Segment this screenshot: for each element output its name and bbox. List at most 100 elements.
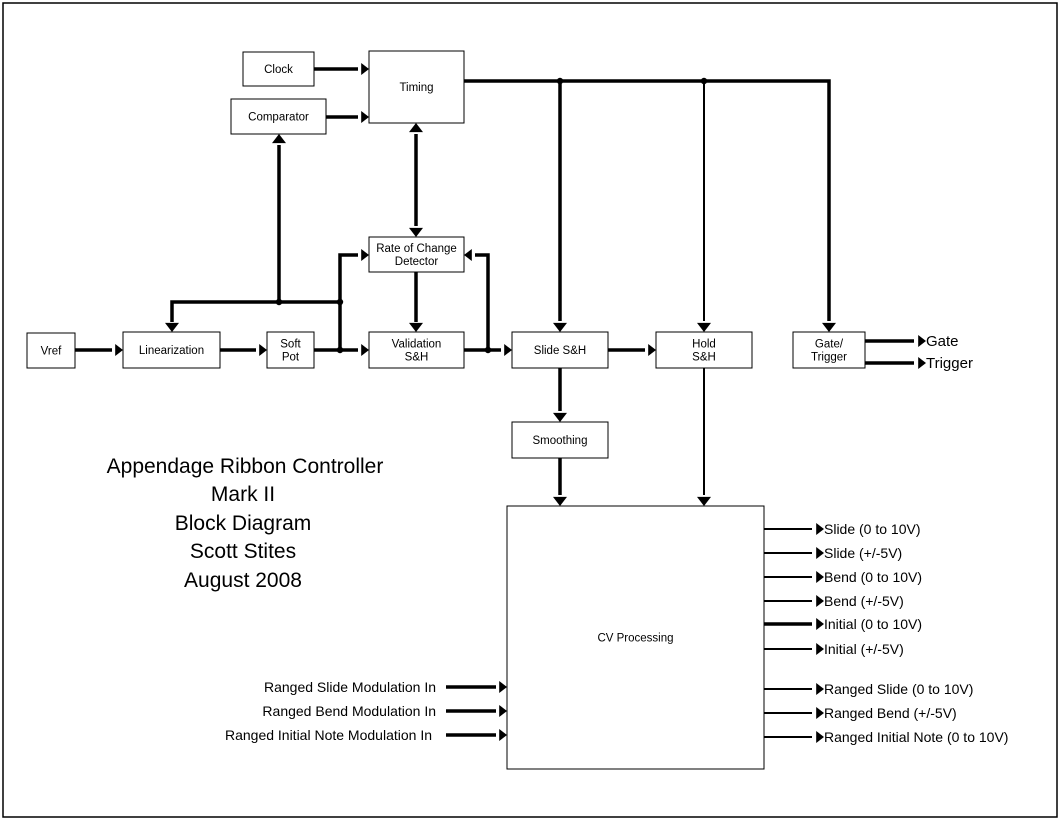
rate-of-change-block-outline — [368, 236, 465, 273]
title-line-3: Block Diagram — [175, 512, 312, 535]
clock-block: Clock — [242, 51, 315, 87]
slide-sh-block-label: Slide S&H — [534, 345, 586, 357]
junction-dot — [700, 77, 708, 85]
cv-output-label: Ranged Initial Note (0 to 10V) — [824, 729, 1008, 745]
hold-sh-block-label: S&H — [692, 352, 716, 364]
validation-block-label: Validation — [392, 339, 442, 351]
arrow-right-icon — [816, 731, 824, 743]
arrow-right-icon — [499, 681, 507, 693]
comparator-block-outline — [230, 98, 327, 135]
gate-trigger-block: Gate/Trigger — [792, 331, 866, 369]
title-line-4: Scott Stites — [190, 540, 296, 563]
junction-dot — [556, 77, 564, 85]
arrow-up-icon — [272, 134, 286, 144]
linearization-block-label: Linearization — [139, 345, 204, 357]
arrow-left-icon — [464, 249, 472, 261]
vref-block: Vref — [26, 332, 76, 369]
arrow-right-icon — [816, 523, 824, 535]
gate-output-label: Trigger — [926, 355, 973, 372]
arrow-right-icon — [361, 111, 369, 123]
cv-output-label: Initial (+/-5V) — [824, 641, 904, 657]
rate-of-change-block-label: Rate of Change — [376, 243, 457, 255]
gate-trigger-block-label: Trigger — [811, 352, 847, 364]
cv-output-label: Initial (0 to 10V) — [824, 616, 922, 632]
clock-block-label: Clock — [264, 64, 293, 76]
comparator-block: Comparator — [230, 98, 327, 135]
soft-pot-block-label: Soft — [280, 339, 301, 351]
cv-processing-block: CV Processing — [506, 505, 765, 770]
cv-output-label: Bend (0 to 10V) — [824, 569, 922, 585]
cv-processing-block-outline — [506, 505, 765, 770]
arrow-right-icon — [361, 63, 369, 75]
cv-output-label: Ranged Slide (0 to 10V) — [824, 681, 973, 697]
validation-block-outline — [368, 331, 465, 369]
arrow-right-icon — [918, 335, 926, 347]
arrow-down-icon — [822, 322, 836, 332]
wire — [338, 253, 358, 350]
soft-pot-block-label: Pot — [282, 352, 300, 364]
clock-block-outline — [242, 51, 315, 87]
arrow-right-icon — [648, 344, 656, 356]
hold-sh-block-label: Hold — [692, 339, 716, 351]
mod-input-label: Ranged Bend Modulation In — [262, 703, 436, 719]
arrow-right-icon — [816, 643, 824, 655]
slide-sh-block-outline — [511, 331, 609, 369]
arrow-down-icon — [697, 322, 711, 332]
smoothing-block-label: Smoothing — [533, 435, 588, 447]
title-line-1: Appendage Ribbon Controller — [107, 455, 384, 478]
arrow-down-icon — [553, 412, 567, 422]
timing-block-label: Timing — [399, 82, 433, 94]
arrow-down-icon — [553, 496, 567, 506]
cv-output-label: Slide (+/-5V) — [824, 545, 902, 561]
cv-output-label: Slide (0 to 10V) — [824, 521, 921, 537]
arrow-down-icon — [553, 322, 567, 332]
arrow-down-icon — [697, 496, 711, 506]
mod-input-label: Ranged Initial Note Modulation In — [225, 727, 432, 743]
arrow-right-icon — [259, 344, 267, 356]
junction-dot — [336, 298, 344, 306]
arrow-right-icon — [499, 705, 507, 717]
slide-sh-block: Slide S&H — [511, 331, 609, 369]
arrow-right-icon — [816, 595, 824, 607]
arrow-right-icon — [816, 618, 824, 630]
arrow-right-icon — [816, 707, 824, 719]
arrow-right-icon — [499, 729, 507, 741]
linearization-block-outline — [122, 331, 221, 369]
vref-block-label: Vref — [41, 346, 62, 358]
soft-pot-block-outline — [266, 331, 315, 369]
hold-sh-block-outline — [655, 331, 753, 369]
wire — [170, 300, 340, 322]
timing-block-outline — [368, 50, 465, 124]
cv-output-label: Ranged Bend (+/-5V) — [824, 705, 957, 721]
arrow-right-icon — [816, 571, 824, 583]
rate-of-change-block-label: Detector — [395, 256, 439, 268]
cv-output-label: Bend (+/-5V) — [824, 593, 904, 609]
arrow-up-icon — [409, 123, 423, 133]
wire — [464, 79, 831, 321]
validation-block-label: S&H — [405, 352, 429, 364]
title-line-2: Mark II — [211, 483, 275, 506]
smoothing-block: Smoothing — [511, 421, 609, 459]
gate-output-label: Gate — [926, 333, 959, 350]
wires — [75, 63, 926, 743]
title-line-5: August 2008 — [184, 569, 302, 592]
arrow-right-icon — [816, 547, 824, 559]
gate-trigger-block-label: Gate/ — [815, 339, 844, 351]
vref-block-outline — [26, 332, 76, 369]
comparator-block-label: Comparator — [248, 112, 309, 124]
linearization-block: Linearization — [122, 331, 221, 369]
arrow-down-icon — [409, 227, 423, 237]
arrow-down-icon — [409, 322, 423, 332]
timing-block: Timing — [368, 50, 465, 124]
smoothing-block-outline — [511, 421, 609, 459]
arrow-right-icon — [918, 357, 926, 369]
gate-trigger-block-outline — [792, 331, 866, 369]
arrow-right-icon — [816, 683, 824, 695]
